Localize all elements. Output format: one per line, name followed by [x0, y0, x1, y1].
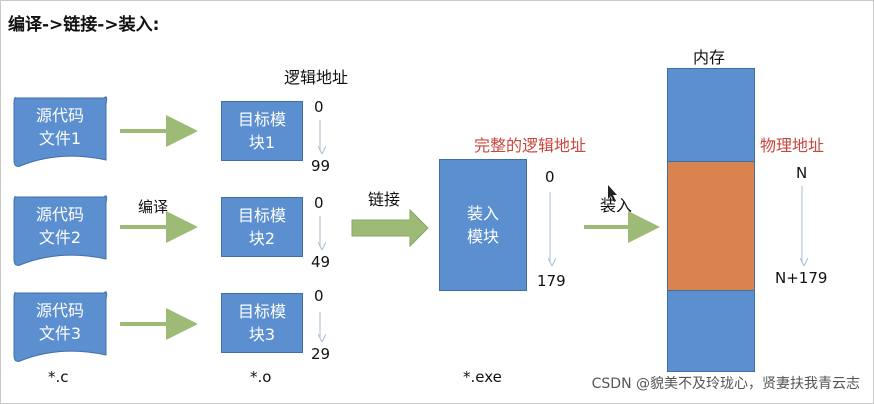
object-module-2: 目标模 块2 — [221, 197, 303, 257]
ext-o: *.o — [250, 368, 272, 386]
load-module-start: 0 — [545, 168, 555, 186]
physical-start: N — [796, 164, 808, 182]
source-file-3-line2: 文件3 — [38, 324, 82, 343]
source-file-3-line1: 源代码 — [35, 301, 84, 320]
load-module-end: 179 — [537, 272, 566, 290]
complete-logical-address-label: 完整的逻辑地址 — [474, 136, 587, 155]
load-module-line2: 模块 — [466, 227, 499, 246]
load-label: 装入 — [600, 196, 633, 215]
logical-address-label: 逻辑地址 — [284, 68, 349, 87]
link-arrow — [351, 208, 429, 248]
watermark: CSDN @貌美不及玲珑心，贤妻扶我青云志 — [591, 376, 860, 392]
memory-free-top — [668, 69, 754, 161]
object-module-3-end: 29 — [311, 345, 331, 363]
object-module-1-start: 0 — [314, 98, 324, 116]
source-file-1-line2: 文件1 — [38, 129, 82, 148]
cursor-icon — [608, 185, 617, 202]
object-module-2-start: 0 — [314, 194, 324, 212]
source-file-3-shape — [13, 291, 108, 362]
memory-free-bottom — [668, 291, 754, 371]
ext-exe: *.exe — [463, 368, 502, 386]
object-module-3-line1: 目标模 — [237, 302, 286, 321]
object-module-2-line1: 目标模 — [237, 206, 286, 225]
object-module-3-start: 0 — [314, 287, 324, 305]
diagram-title: 编译->链接->装入: — [8, 15, 160, 35]
object-module-1-end: 99 — [311, 157, 331, 175]
object-module-1-line2: 块1 — [248, 133, 276, 152]
memory-column — [667, 68, 755, 372]
source-file-1: 源代码 文件1 — [14, 104, 106, 150]
load-module-line1: 装入 — [466, 204, 499, 223]
link-label: 链接 — [368, 190, 401, 209]
object-module-2-end: 49 — [311, 253, 331, 271]
compile-label: 编译 — [138, 198, 169, 216]
object-module-3-line2: 块3 — [248, 325, 276, 344]
physical-address-label: 物理地址 — [760, 136, 825, 155]
ext-c: *.c — [48, 368, 69, 386]
memory-loaded-region — [668, 161, 754, 291]
source-file-2-line2: 文件2 — [38, 228, 82, 247]
source-file-2-line1: 源代码 — [35, 205, 84, 224]
object-module-1-line1: 目标模 — [237, 110, 286, 129]
object-module-2-line2: 块2 — [248, 229, 276, 248]
source-file-2: 源代码 文件2 — [14, 203, 106, 249]
source-file-3: 源代码 文件3 — [14, 299, 106, 345]
load-module: 装入 模块 — [439, 159, 527, 291]
object-module-1: 目标模 块1 — [221, 101, 303, 161]
memory-label: 内存 — [693, 48, 726, 67]
source-file-1-shape — [13, 96, 108, 167]
object-module-3: 目标模 块3 — [221, 293, 303, 353]
source-file-1-line1: 源代码 — [35, 106, 84, 125]
physical-end: N+179 — [775, 269, 828, 287]
source-file-2-shape — [13, 195, 108, 266]
